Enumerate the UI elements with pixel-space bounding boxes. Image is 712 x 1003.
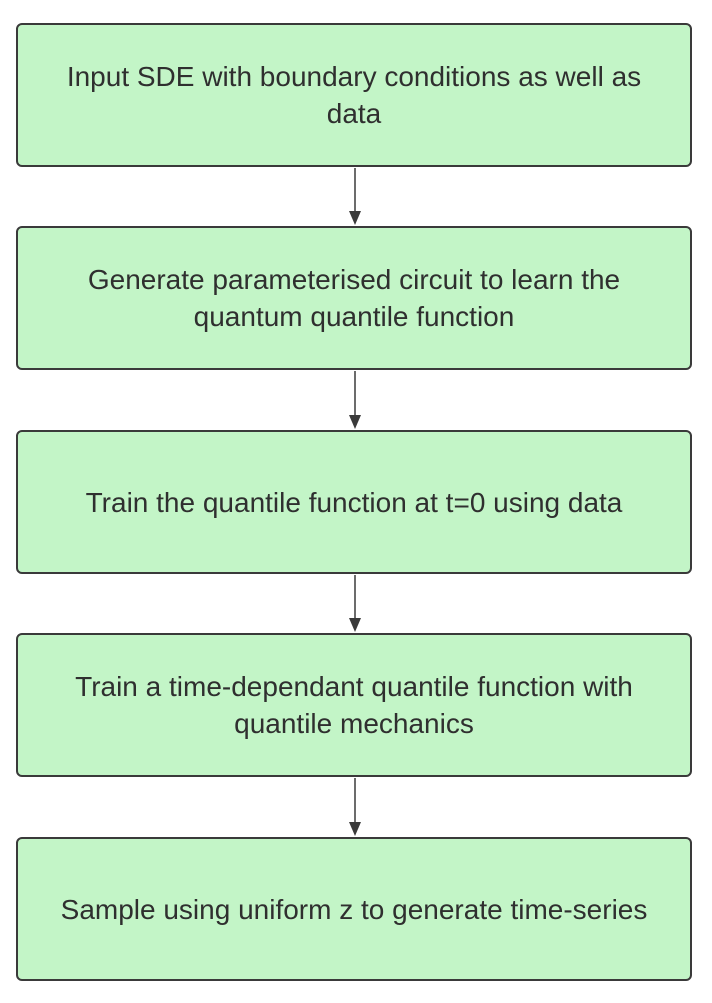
arrow-2-to-3 (349, 371, 361, 429)
arrowhead-icon (349, 211, 361, 225)
arrow-1-to-2 (349, 168, 361, 225)
step-box-generate-circuit: Generate parameterised circuit to learn … (16, 226, 692, 370)
step-box-train-quantile-t0: Train the quantile function at t=0 using… (16, 430, 692, 574)
arrowhead-icon (349, 415, 361, 429)
arrow-4-to-5 (349, 778, 361, 836)
step-box-sample: Sample using uniform z to generate time-… (16, 837, 692, 981)
step-label: Sample using uniform z to generate time-… (60, 893, 648, 925)
step-label: Generate parameterised circuit to learn … (87, 264, 621, 332)
step-box-train-time-dependant: Train a time-dependant quantile function… (16, 633, 692, 777)
arrow-3-to-4 (349, 575, 361, 632)
step-label: Input SDE with boundary conditions as we… (66, 61, 642, 129)
step-box-input-sde: Input SDE with boundary conditions as we… (16, 23, 692, 167)
arrowhead-icon (349, 822, 361, 836)
step-label: Train the quantile function at t=0 using… (85, 486, 623, 518)
arrowhead-icon (349, 618, 361, 632)
step-label: Train a time-dependant quantile function… (75, 671, 633, 739)
